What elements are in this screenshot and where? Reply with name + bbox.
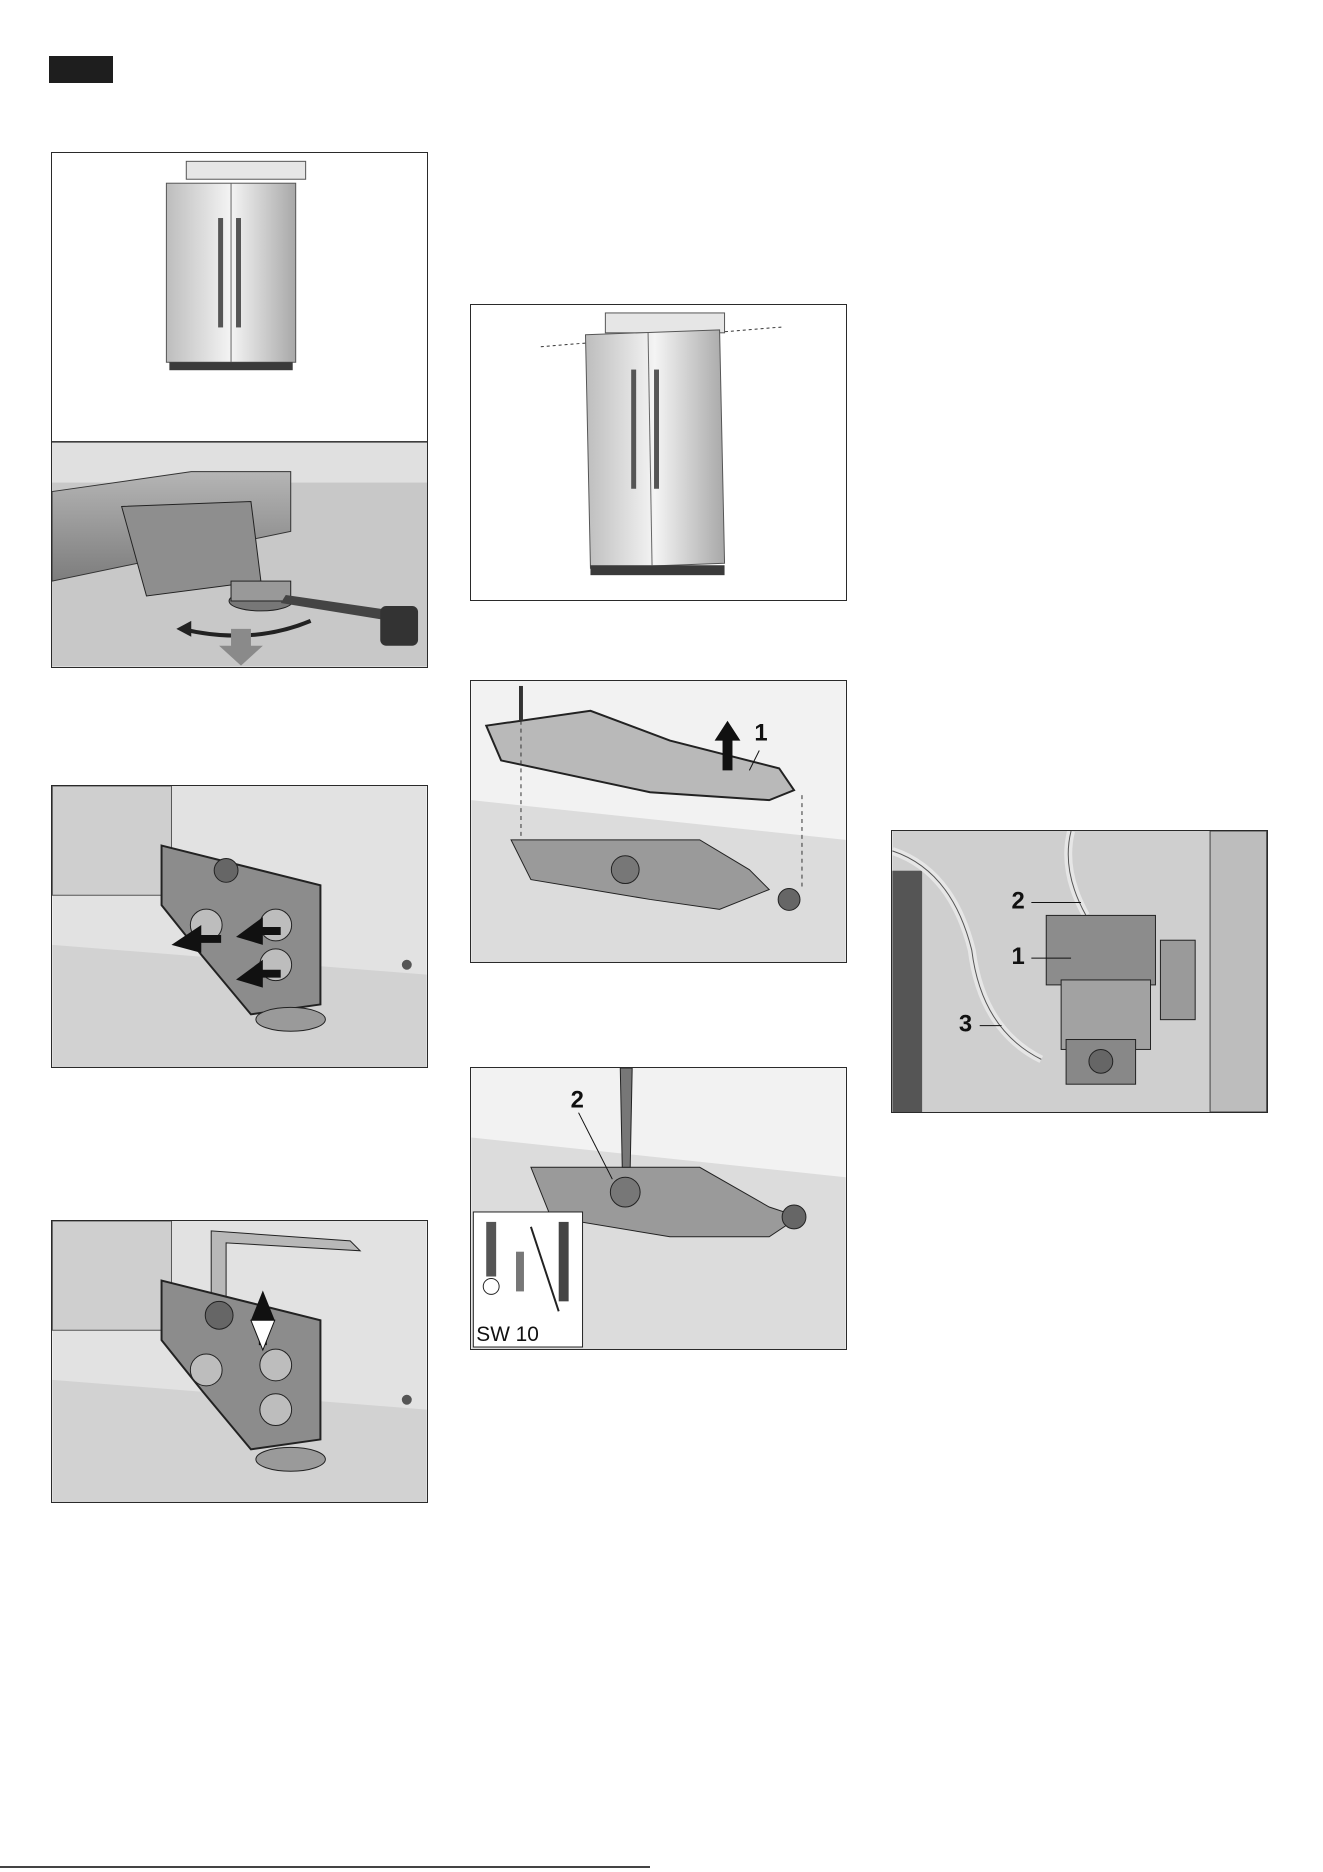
- figure-hinge-allen-key: [51, 1220, 428, 1503]
- figure-hinge-bolts-remove: [51, 785, 428, 1068]
- spirit-level: [186, 161, 305, 179]
- callout-2: 2: [571, 1087, 584, 1114]
- figure-hinge-nut-tool: 2 SW 10: [470, 1067, 847, 1350]
- figure-water-valve: 2 1 3: [891, 830, 1268, 1113]
- valve-body: [1061, 980, 1150, 1050]
- leveling-fridge-illustration: [52, 153, 427, 667]
- hinge-nut-illustration: 2 SW 10: [471, 1068, 846, 1349]
- hinge-allen-key-illustration: [52, 1221, 427, 1502]
- tool-size-label: SW 10: [476, 1323, 539, 1346]
- fridge-level-line-illustration: [471, 305, 846, 600]
- hinge-cover-illustration: 1: [471, 681, 846, 962]
- fridge-handle: [218, 218, 223, 327]
- bottom-rule: [0, 1866, 650, 1868]
- valve-bracket: [1046, 915, 1155, 985]
- figure-hinge-cover-removal: 1: [470, 680, 847, 963]
- callout-3: 3: [959, 1011, 972, 1038]
- water-valve-illustration: 2 1 3: [892, 831, 1267, 1112]
- hinge-bolts-illustration: [52, 786, 427, 1067]
- screwdriver: [620, 1068, 632, 1167]
- header-black-marker: [49, 56, 113, 83]
- figure-leveling-fridge: [51, 152, 428, 668]
- callout-1: 1: [1011, 943, 1024, 970]
- callout-2: 2: [1011, 887, 1024, 914]
- callout-1: 1: [754, 720, 767, 747]
- figure-fridge-level-line: [470, 304, 847, 601]
